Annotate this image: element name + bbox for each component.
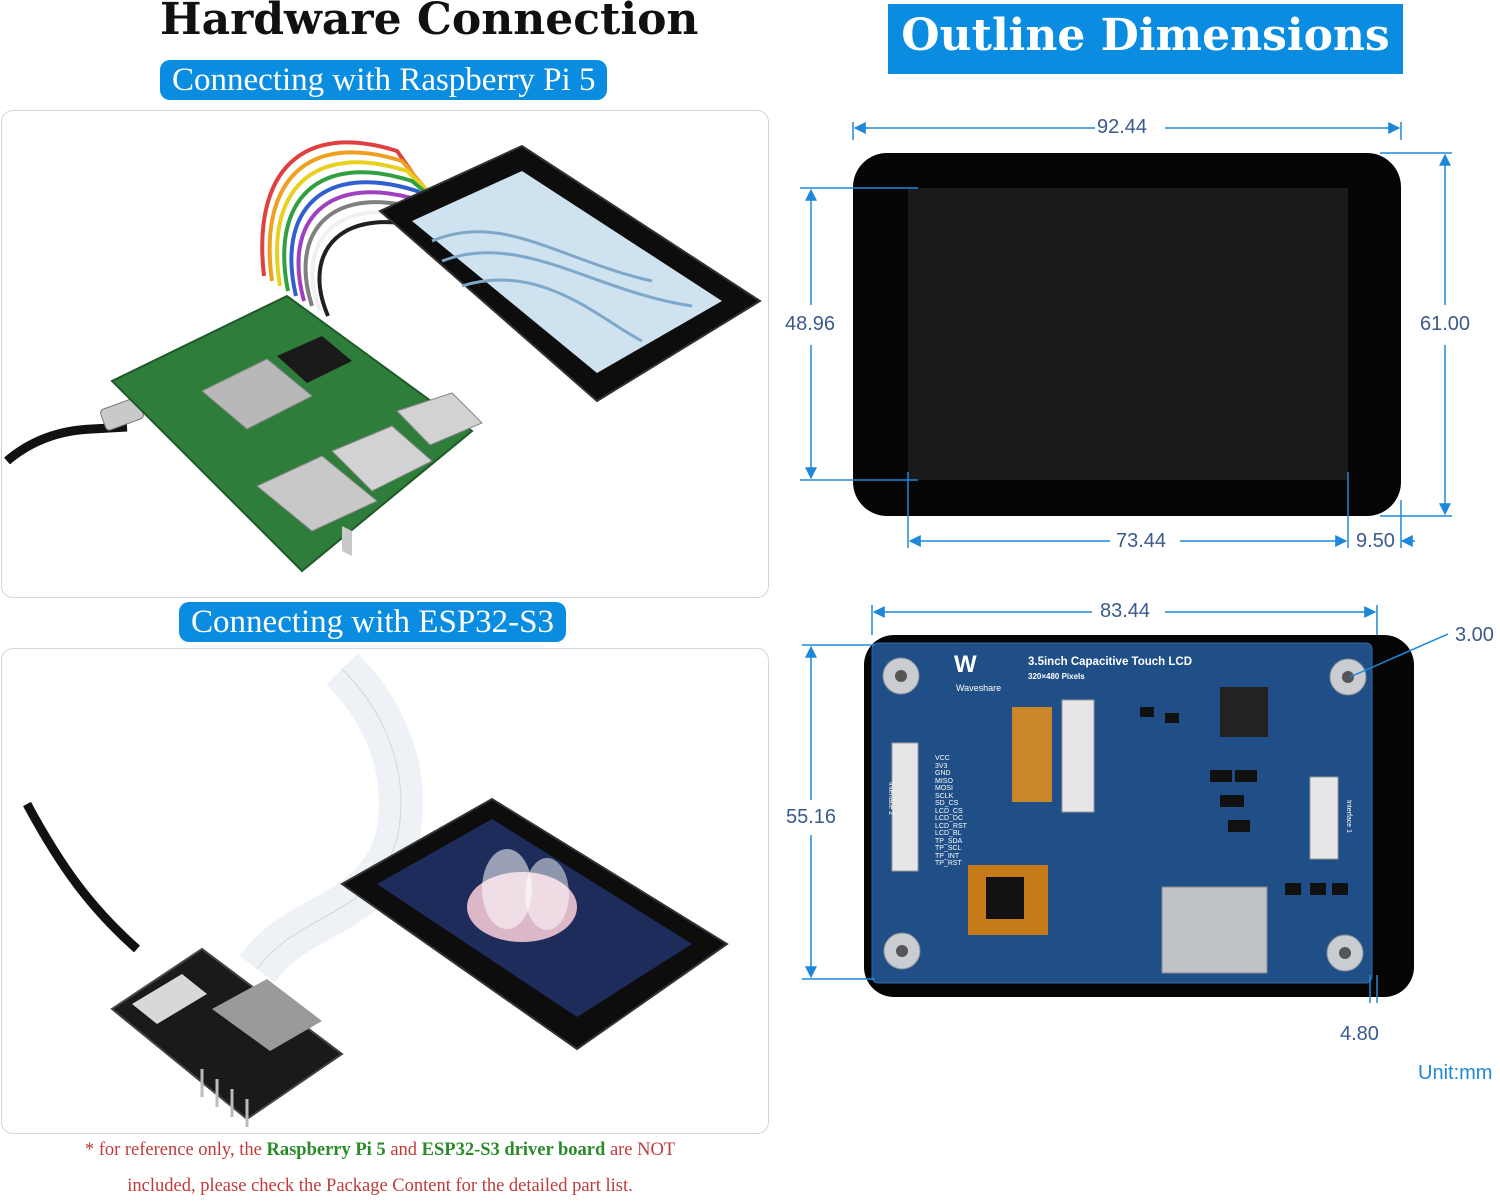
note-suffix: are NOT [605,1140,676,1160]
disclaimer-note: * for reference only, the Raspberry Pi 5… [0,1132,760,1204]
back-view-diagram: W Waveshare 3.5inch Capacitive Touch LCD… [780,595,1500,1055]
pin-label: 3V3 [935,762,948,770]
pin-label: VCC [935,755,950,762]
interface-1-label: Interface 1 [1345,799,1353,834]
esp32-photo [1,648,769,1134]
lcd-active-area [908,188,1348,480]
unit-label: Unit:mm [1418,1062,1493,1084]
disclaimer-line-2: included, please check the Package Conte… [127,1176,633,1196]
pin-label: MISO [935,777,953,785]
pi5-photo [1,110,769,598]
pin-label: GND [935,770,951,777]
pin-label: LCD_CS [935,807,963,815]
dim-screen-height: 48.96 [785,313,836,336]
board-resolution: 320×480 Pixels [1028,672,1085,681]
dim-board-height: 55.16 [786,806,837,829]
front-view-diagram: 92.44 48.96 61.00 73.44 9.50 [780,100,1500,570]
pin-label: TP_SCL [935,845,962,852]
dim-offset: 4.80 [1340,1023,1379,1046]
pin-label: LCD_BL [935,830,962,837]
disclaimer-line-1: * for reference only, the Raspberry Pi 5… [0,1132,760,1168]
board-name: 3.5inch Capacitive Touch LCD [1028,656,1193,668]
dim-board-width: 83.44 [1100,600,1151,623]
board-logo-text: Waveshare [956,683,1002,693]
pin-label: SCLK [935,792,954,800]
pin-label: TP_RST [935,860,962,867]
note-item-pi5: Raspberry Pi 5 [266,1140,386,1160]
dim-right-margin: 9.50 [1356,530,1395,553]
waveshare-logo-icon: W [954,651,977,678]
interface-2-label: Interface 2 [887,781,895,816]
outline-dimensions-title: Outline Dimensions [888,4,1403,74]
pin-label: LCD_RST [935,822,967,830]
pin-label: MOSI [935,785,953,792]
dim-screen-width: 73.44 [1116,530,1167,553]
dim-total-width: 92.44 [1097,116,1148,139]
hardware-connection-title: Hardware Connection [160,0,699,45]
note-item-esp32: ESP32-S3 driver board [421,1140,606,1160]
pin-label: SD_CS [935,800,959,807]
pin-label: LCD_DC [935,815,964,822]
esp32-label: Connecting with ESP32-S3 [179,602,567,642]
pi5-label: Connecting with Raspberry Pi 5 [160,60,608,100]
pin-label: TP_SDA [935,837,963,845]
pin-label: TP_INT [935,852,960,860]
dim-hole-diameter: 3.00 [1455,624,1494,647]
dim-total-height: 61.00 [1420,313,1471,336]
note-prefix: * for reference only, the [84,1140,267,1160]
note-and: and [385,1140,422,1160]
